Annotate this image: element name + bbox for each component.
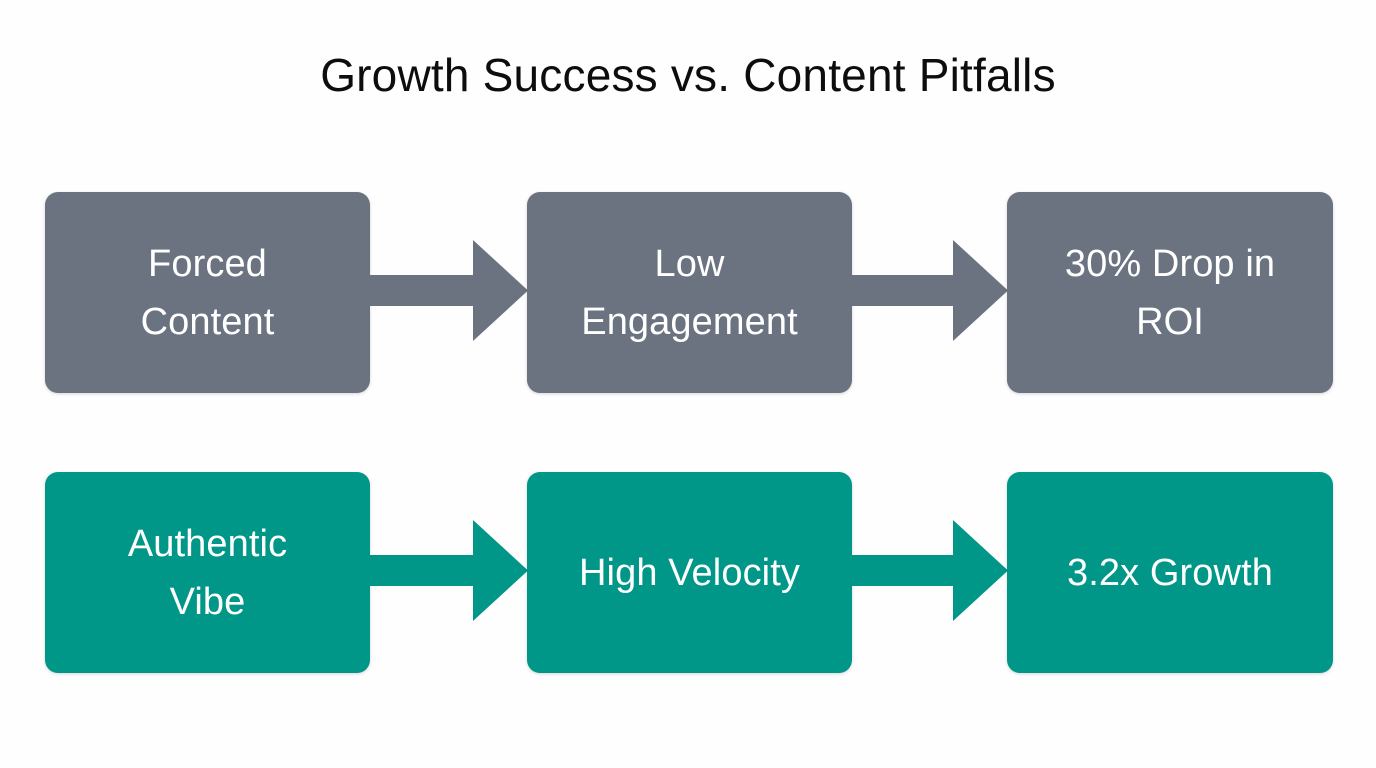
node-authentic-vibe[interactable]: Authentic Vibe bbox=[45, 472, 370, 673]
node-roi-drop[interactable]: 30% Drop in ROI bbox=[1007, 192, 1333, 393]
page-title: Growth Success vs. Content Pitfalls bbox=[320, 49, 1056, 101]
flow-row-pitfalls: Forced Content Low Engagement 30% Drop i… bbox=[45, 192, 1333, 393]
flow-row-success: Authentic Vibe High Velocity 3.2x Growth bbox=[45, 472, 1333, 673]
arrow-authentic-to-velocity bbox=[370, 520, 528, 621]
node-low-engagement[interactable]: Low Engagement bbox=[527, 192, 852, 393]
node-label: Authentic Vibe bbox=[127, 522, 288, 623]
node-forced-content[interactable]: Forced Content bbox=[45, 192, 370, 393]
arrow-forced-to-low bbox=[370, 240, 528, 341]
node-label: High Velocity bbox=[579, 551, 800, 594]
arrow-velocity-to-growth bbox=[850, 520, 1008, 621]
arrow-low-to-roi bbox=[850, 240, 1008, 341]
node-label: 3.2x Growth bbox=[1067, 551, 1273, 594]
node-label: Low Engagement bbox=[581, 242, 798, 343]
node-label: Forced Content bbox=[140, 242, 275, 343]
node-label: 30% Drop in ROI bbox=[1064, 242, 1276, 343]
node-high-velocity[interactable]: High Velocity bbox=[527, 472, 852, 673]
node-growth-multiple[interactable]: 3.2x Growth bbox=[1007, 472, 1333, 673]
